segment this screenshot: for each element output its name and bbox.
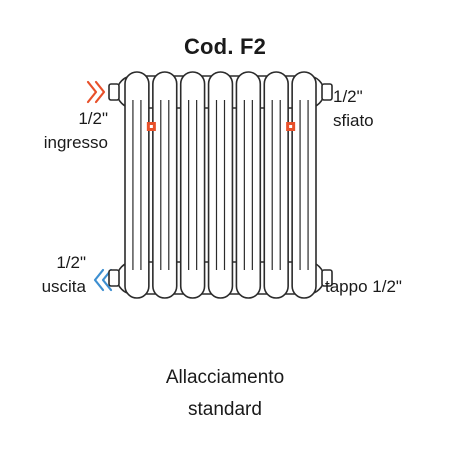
radiator-column — [235, 71, 262, 299]
vent-name-label: sfiato — [333, 111, 374, 130]
radiator-column — [263, 71, 289, 299]
diagram-caption: Allacciamento standard — [0, 362, 450, 426]
diagram-title: Cod. F2 — [183, 34, 267, 59]
plug-connection — [321, 269, 333, 287]
radiator-column — [152, 71, 178, 299]
outlet-size-label: 1/2" — [56, 253, 86, 272]
caption-line-1: Allacciamento — [165, 367, 285, 388]
valve-marker-left-center — [149, 125, 153, 128]
outlet-connection — [108, 269, 120, 287]
inlet-connection — [108, 83, 120, 101]
inlet-name-label: ingresso — [43, 133, 108, 152]
radiator-column — [179, 71, 206, 299]
radiator-column — [124, 71, 150, 299]
radiator-body — [108, 71, 333, 299]
inlet-size-label: 1/2" — [78, 109, 108, 128]
valve-marker-right-center — [289, 125, 293, 128]
radiator-column — [291, 71, 317, 299]
vent-size-label: 1/2" — [333, 87, 363, 106]
inlet-arrow-icon — [86, 80, 106, 104]
radiator-column — [207, 71, 234, 299]
caption-line-2: standard — [188, 399, 262, 420]
plug-label: tappo 1/2" — [325, 277, 402, 296]
outlet-name-label: uscita — [41, 277, 86, 296]
vent-connection — [321, 83, 333, 101]
